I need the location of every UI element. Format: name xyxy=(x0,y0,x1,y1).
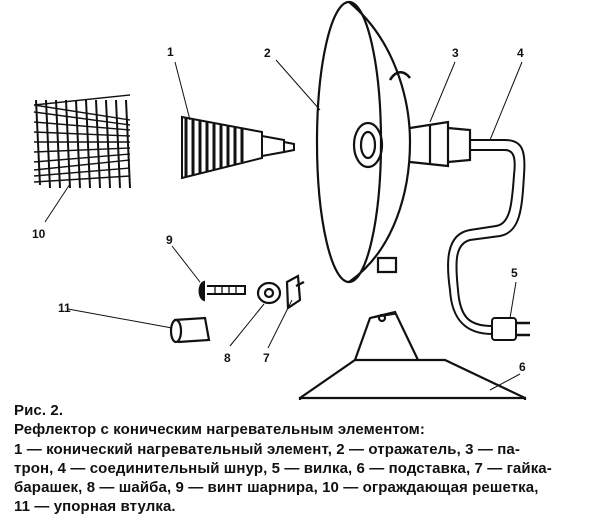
stand xyxy=(298,310,527,400)
figure-heading: Рефлектор с коническим нагревательным эл… xyxy=(14,421,425,438)
connecting-cord xyxy=(455,139,526,327)
conical-heating-element xyxy=(181,115,295,180)
lamp-socket xyxy=(409,120,472,168)
leader-lines xyxy=(44,59,523,391)
reflector xyxy=(315,0,412,284)
hinge-screw xyxy=(198,280,246,302)
part-number-8: 8 xyxy=(224,351,231,365)
legend-line-2: трон, 4 — соединительный шнур, 5 — вилка… xyxy=(14,460,552,477)
part-number-9: 9 xyxy=(166,233,173,247)
washer xyxy=(256,281,282,305)
part-number-10: 10 xyxy=(32,227,46,241)
part-number-2: 2 xyxy=(264,46,271,60)
legend-line-3: барашек, 8 — шайба, 9 — винт шарнира, 10… xyxy=(14,479,539,496)
connecting-cord-inner xyxy=(447,149,516,335)
legend-line-4: 11 — упорная втулка. xyxy=(14,498,176,515)
wing-nut xyxy=(285,274,305,311)
part-number-3: 3 xyxy=(452,46,459,60)
figure-title: Рис. 2. xyxy=(14,402,64,419)
part-numbers: 1 2 3 4 5 6 7 8 9 10 11 xyxy=(32,45,526,374)
plug xyxy=(491,317,530,341)
stop-bushing xyxy=(169,316,211,344)
part-number-1: 1 xyxy=(167,45,174,59)
reflector-exploded-diagram: 1 2 3 4 5 6 7 8 9 10 11 xyxy=(32,0,530,400)
part-number-11: 11 xyxy=(58,301,71,315)
part-number-7: 7 xyxy=(263,351,270,365)
part-number-6: 6 xyxy=(519,360,526,374)
legend-line-1: 1 — конический нагревательный элемент, 2… xyxy=(14,441,520,458)
part-number-5: 5 xyxy=(511,266,518,280)
part-number-4: 4 xyxy=(517,46,524,60)
protective-grid-spiral xyxy=(33,94,131,189)
